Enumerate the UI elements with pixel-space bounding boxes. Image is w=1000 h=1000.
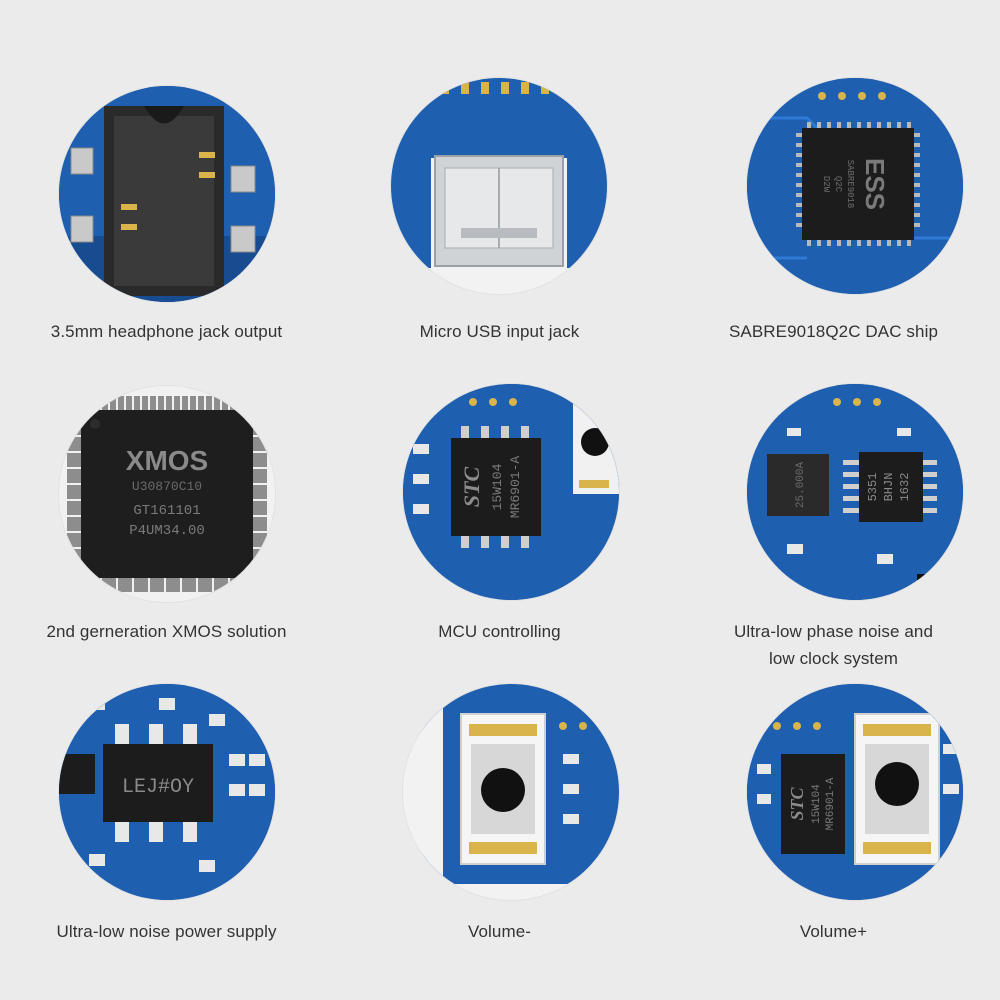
volume-up-mcu-model-text: 15W104 (811, 784, 823, 824)
caption-volume-down: Volume- (467, 922, 532, 941)
feature-volume-up: STC 15W104 MR6901-A Volume+ (667, 600, 1000, 941)
caption-power-supply: Ultra-low noise power supply (56, 922, 277, 941)
caption-xmos: 2nd gerneration XMOS solution (46, 622, 287, 641)
feature-power-supply: LEJ#OY Ultra-low noise power supply (0, 600, 333, 941)
xmos-chip-date-text: GT161101 (133, 503, 200, 519)
power-regulator-chip-text: LEJ#OY (122, 776, 194, 799)
mcu-chip-lot-text: MR6901-A (508, 456, 523, 519)
dac-chip-logo-text: ESS (860, 158, 890, 210)
caption-dac-chip: SABRE9018Q2C DAC ship (728, 322, 939, 341)
feature-headphone-jack: 3.5mm headphone jack output (0, 0, 333, 341)
feature-clock: 25.000A 5351 BHJN 1632 Ultra- (667, 300, 1000, 668)
feature-volume-down: Volume- (333, 600, 666, 941)
xmos-chip-logo-text: XMOS (126, 445, 208, 476)
volume-up-mcu-lot-text: MR6901-A (825, 777, 837, 830)
mcu-chip-logo-text: STC (459, 467, 484, 508)
mcu-chip-photo-icon: STC 15W104 MR6901-A (403, 384, 619, 600)
power-regulator-photo-icon: LEJ#OY (59, 684, 275, 900)
clock-generator-date-text: 1632 (898, 473, 912, 502)
feature-xmos: XMOS U30870C10 GT161101 P4UM34.00 2nd ge… (0, 300, 333, 641)
feature-mcu: STC 15W104 MR6901-A MCU controlling (333, 300, 666, 641)
clock-oscillator-text: 25.000A (795, 462, 807, 509)
feature-dac-chip: ESS SABRE9018 Q2C D2W SABRE9018Q2C DAC s… (667, 0, 1000, 341)
caption-micro-usb: Micro USB input jack (419, 322, 580, 341)
mcu-chip-model-text: 15W104 (490, 463, 505, 510)
volume-up-mcu-logo-text: STC (787, 787, 807, 821)
caption-headphone-jack: 3.5mm headphone jack output (50, 322, 283, 341)
feature-micro-usb: Micro USB input jack (333, 0, 666, 341)
caption-clock-line-1: Ultra-low phase noise and (733, 622, 934, 641)
micro-usb-photo-icon (391, 78, 607, 294)
headphone-jack-photo-icon (59, 86, 275, 302)
dac-chip-variant-text: Q2C (833, 176, 843, 193)
clock-generator-code-text: BHJN (882, 473, 896, 502)
caption-volume-up: Volume+ (799, 922, 868, 941)
dac-chip-code-text: D2W (821, 176, 831, 193)
dac-chip-photo-icon: ESS SABRE9018 Q2C D2W (747, 78, 963, 294)
xmos-chip-lot-text: P4UM34.00 (129, 523, 205, 539)
dac-chip-model-text: SABRE9018 (845, 160, 855, 209)
volume-down-button-photo-icon (403, 684, 619, 900)
clock-chips-photo-icon: 25.000A 5351 BHJN 1632 (747, 384, 963, 600)
xmos-chip-photo-icon: XMOS U30870C10 GT161101 P4UM34.00 (59, 386, 275, 602)
caption-clock-line-2: low clock system (768, 649, 899, 668)
clock-generator-model-text: 5351 (866, 473, 880, 502)
xmos-chip-model-text: U30870C10 (132, 479, 202, 494)
caption-mcu: MCU controlling (438, 622, 561, 641)
volume-up-button-photo-icon: STC 15W104 MR6901-A (747, 684, 963, 900)
